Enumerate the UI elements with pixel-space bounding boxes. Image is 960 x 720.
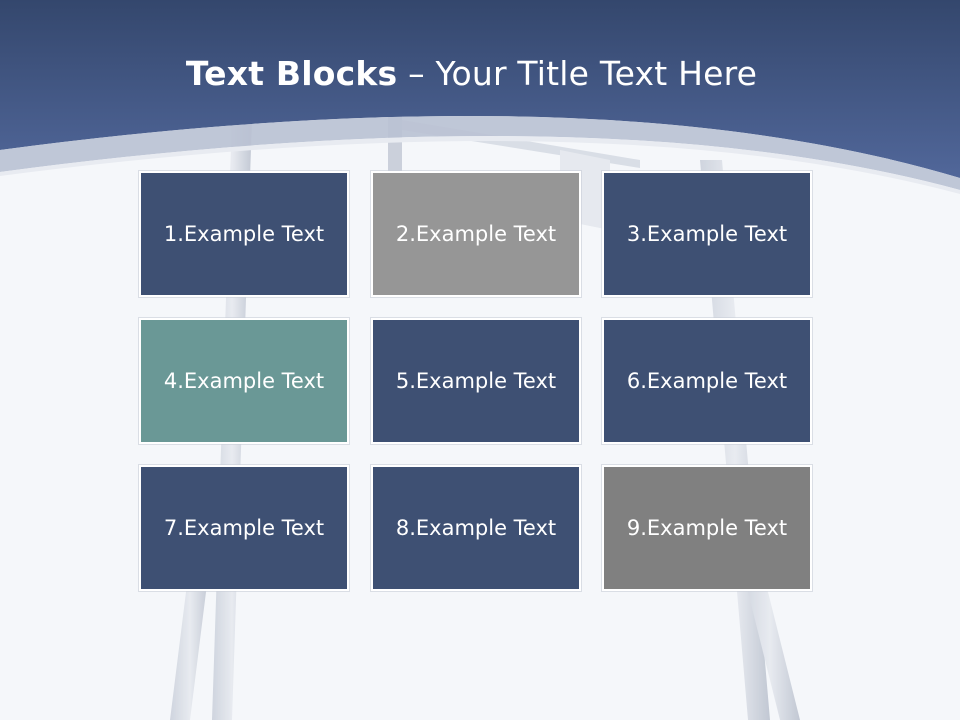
- text-block-9: 9.Example Text: [602, 465, 812, 591]
- text-block-label: 6.Example Text: [626, 369, 788, 393]
- header-band: [0, 0, 960, 178]
- text-block-5: 5.Example Text: [371, 318, 581, 444]
- text-block-label: 1.Example Text: [163, 222, 325, 246]
- text-block-2: 2.Example Text: [371, 171, 581, 297]
- text-block-7: 7.Example Text: [139, 465, 349, 591]
- text-block-label: 8.Example Text: [395, 516, 557, 540]
- text-block-4: 4.Example Text: [139, 318, 349, 444]
- title-dash: –: [397, 54, 436, 93]
- text-block-label: 7.Example Text: [163, 516, 325, 540]
- text-block-3: 3.Example Text: [602, 171, 812, 297]
- text-block-label: 5.Example Text: [395, 369, 557, 393]
- title-rest: Your Title Text Here: [435, 54, 758, 93]
- text-block-8: 8.Example Text: [371, 465, 581, 591]
- text-block-label: 2.Example Text: [395, 222, 557, 246]
- text-block-6: 6.Example Text: [602, 318, 812, 444]
- header-arc: [0, 115, 960, 190]
- page-title: Text Blocks – Your Title Text Here: [0, 54, 943, 93]
- text-block-label: 3.Example Text: [626, 222, 788, 246]
- text-block-label: 4.Example Text: [163, 369, 325, 393]
- text-block-1: 1.Example Text: [139, 171, 349, 297]
- text-block-label: 9.Example Text: [626, 516, 788, 540]
- title-bold: Text Blocks: [185, 54, 398, 93]
